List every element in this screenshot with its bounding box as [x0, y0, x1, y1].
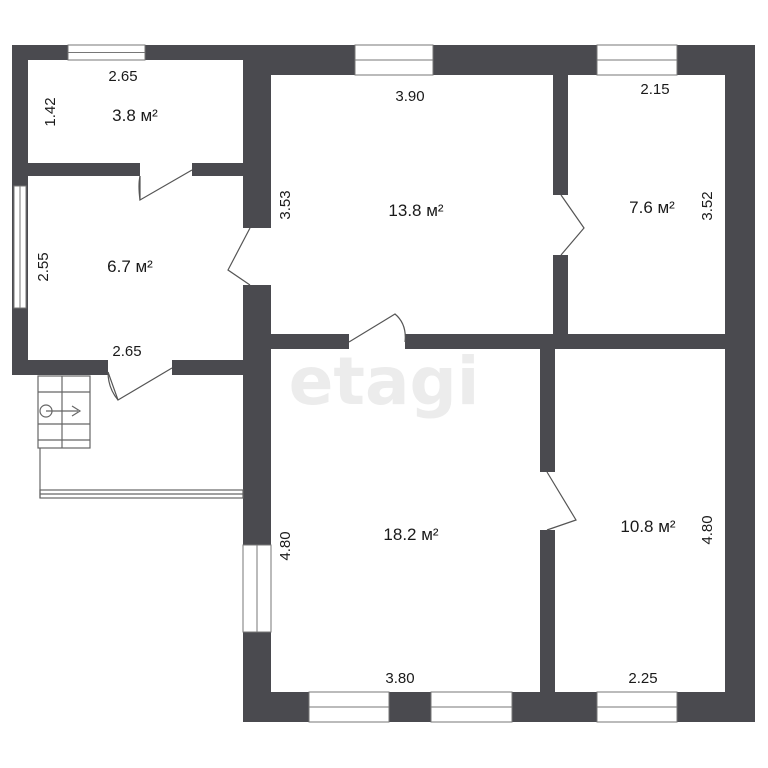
bedroom-height: 4.80	[699, 515, 716, 544]
door-room-right	[560, 194, 585, 256]
bedroom-width: 2.25	[628, 670, 657, 687]
storage-area: 3.8 м²	[112, 106, 158, 125]
watermark: etagi	[289, 343, 480, 420]
room-center-height: 3.53	[277, 190, 294, 219]
room-center-area: 13.8 м²	[388, 201, 443, 220]
hall-width: 2.65	[112, 343, 141, 360]
storage-height: 1.42	[42, 97, 59, 126]
door-living	[348, 313, 406, 343]
room-right-area: 7.6 м²	[629, 198, 675, 217]
door-room-center	[227, 227, 251, 286]
living-width: 3.80	[385, 670, 414, 687]
room-right-height: 3.52	[699, 191, 716, 220]
door-bedroom	[546, 471, 577, 531]
hall-height: 2.55	[35, 252, 52, 281]
entrance-stairs	[37, 375, 244, 499]
living-height: 4.80	[277, 531, 294, 560]
door-storage	[139, 169, 193, 202]
living-area: 18.2 м²	[383, 525, 438, 544]
stairs	[37, 375, 91, 449]
hall-area: 6.7 м²	[107, 257, 153, 276]
storage-width: 2.65	[108, 68, 137, 85]
door-hall	[107, 367, 173, 401]
room-labels: 2.65 1.42 3.8 м² 2.55 6.7 м² 2.65 3.90 3…	[35, 68, 716, 687]
room-right-width: 2.15	[640, 81, 669, 98]
doors	[107, 169, 585, 531]
windows	[13, 44, 678, 723]
room-center-width: 3.90	[395, 88, 424, 105]
bedroom-area: 10.8 м²	[620, 517, 675, 536]
